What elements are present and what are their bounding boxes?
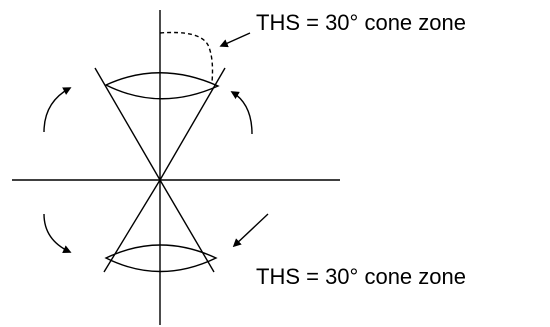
rotation-arrow-lower-left [43, 213, 72, 253]
cone-angle-dashed-arc [159, 31, 214, 83]
upper-cone-right-edge [159, 67, 226, 181]
rotation-arrow-upper-right [230, 91, 253, 135]
upper-cone-rim [104, 72, 220, 100]
rotation-arrow-upper-left [43, 87, 72, 133]
bottom-cone-zone-label: THS = 30° cone zone [256, 264, 466, 289]
top-cone-zone-label: THS = 30° cone zone [256, 10, 466, 35]
pointer-arrow-top [219, 32, 251, 48]
lower-cone-left-edge [103, 179, 161, 273]
upper-cone-left-edge [94, 67, 161, 181]
lower-cone-right-edge [159, 179, 215, 273]
lower-cone-rim [104, 244, 218, 273]
pointer-arrow-bottom [232, 213, 269, 248]
